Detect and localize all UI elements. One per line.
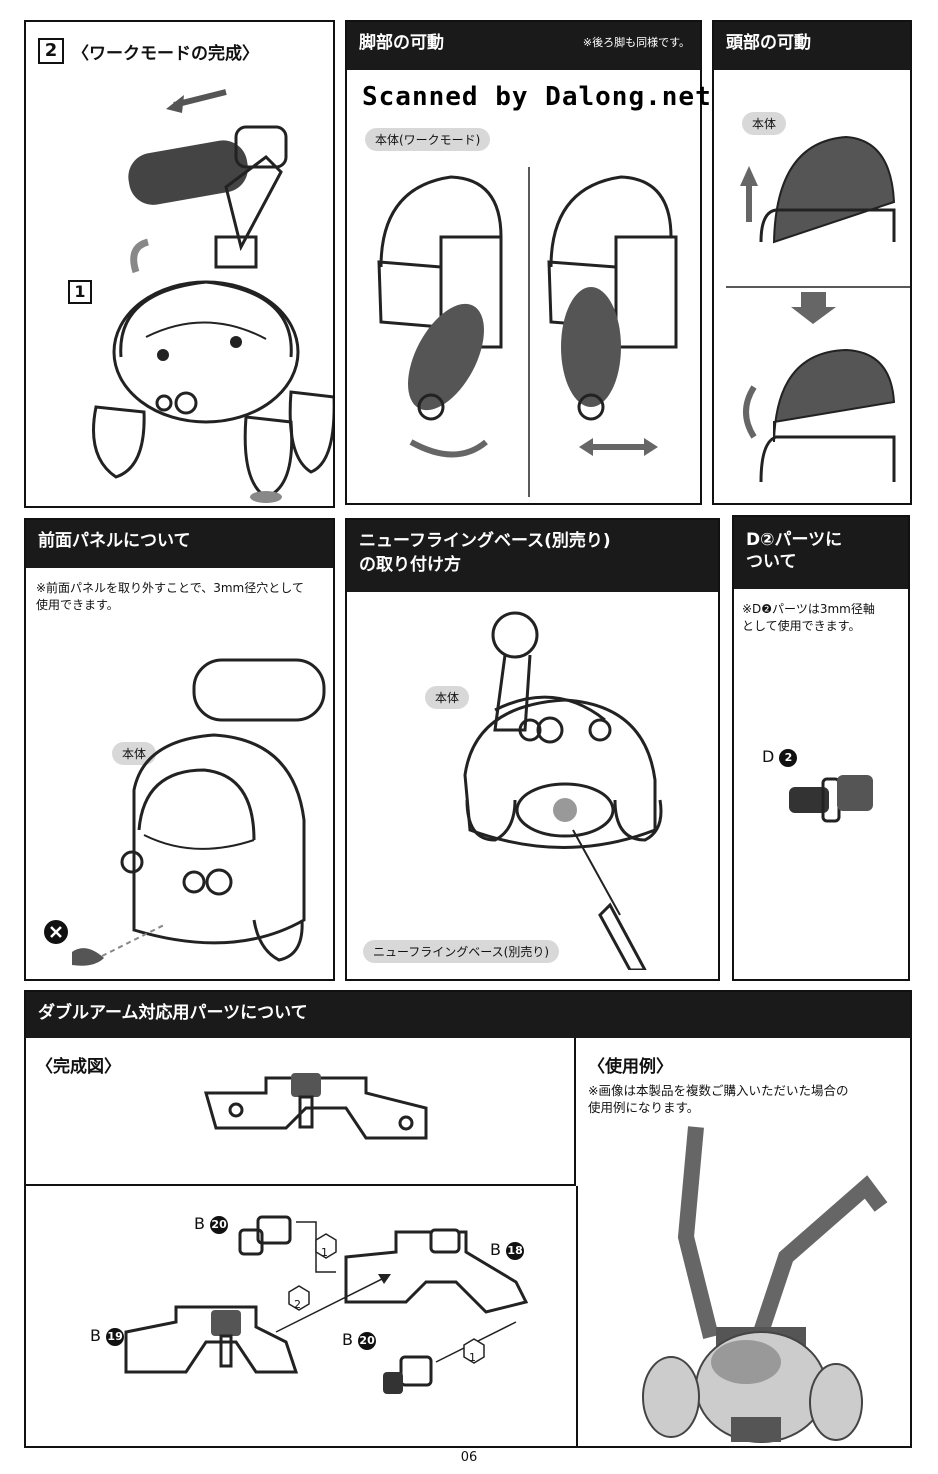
flying-base-header: ニューフライングベース(別売り) の取り付け方 bbox=[347, 520, 718, 592]
flying-base-body-label: 本体 bbox=[425, 686, 470, 709]
part-b20-bottom: B 20 bbox=[342, 1330, 377, 1350]
head-panel-header: 頭部の可動 bbox=[714, 22, 910, 70]
step-marker-1-top: 1 bbox=[321, 1246, 328, 1259]
flying-base-title-line1: ニューフライングベース(別売り) bbox=[359, 531, 611, 551]
head-panel-body-label: 本体 bbox=[742, 112, 787, 135]
leg-panel-title: 脚部の可動 bbox=[359, 33, 444, 53]
front-panel-section: 前面パネルについて ※前面パネルを取り外すことで、3mm径穴として 使用できます… bbox=[24, 518, 335, 981]
leg-panel-body-label: 本体(ワークモード) bbox=[365, 128, 491, 151]
flying-base-panel: ニューフライングベース(別売り) の取り付け方 本体 ニューフライングベース(別… bbox=[345, 518, 720, 981]
double-arm-panel: ダブルアーム対応用パーツについて 〈完成図〉 〈使用例〉 ※画像は本製品を複数ご… bbox=[24, 990, 912, 1448]
assembly-illustration bbox=[124, 1215, 529, 1394]
d2-panel-header: D②パーツに ついて bbox=[734, 517, 908, 589]
d2-part-letter: D bbox=[762, 747, 775, 766]
d2-part-label: D 2 bbox=[762, 747, 798, 767]
front-panel-note: ※前面パネルを取り外すことで、3mm径穴として 使用できます。 bbox=[36, 581, 304, 612]
front-panel-body-label: 本体 bbox=[112, 742, 157, 765]
d2-part-number: 2 bbox=[779, 748, 798, 767]
d2-parts-panel: D②パーツに ついて ※D❷パーツは3mm径軸 として使用できます。 D 2 bbox=[732, 515, 910, 981]
leg-movement-illustration bbox=[377, 167, 678, 497]
front-panel-header: 前面パネルについて bbox=[26, 520, 333, 568]
head-movement-illustration bbox=[726, 135, 910, 483]
flying-base-part-label: ニューフライングベース(別売り) bbox=[363, 940, 560, 963]
d2-part-illustration bbox=[789, 775, 873, 823]
robot-work-mode-illustration bbox=[92, 89, 333, 503]
part-b19: B 19 bbox=[90, 1326, 125, 1346]
flying-base-illustration bbox=[463, 611, 663, 970]
leg-panel-header: 脚部の可動 ※後ろ脚も同様です。 bbox=[347, 22, 700, 70]
double-arm-header: ダブルアーム対応用パーツについて bbox=[26, 992, 910, 1038]
step-marker-2: 2 bbox=[294, 1298, 301, 1311]
leg-panel-note: ※後ろ脚も同様です。 bbox=[582, 36, 690, 49]
step-title: 〈ワークモードの完成〉 bbox=[72, 44, 259, 64]
d2-title-line2: ついて bbox=[746, 552, 797, 572]
complete-drawing-box bbox=[26, 1038, 576, 1186]
step-marker-1-bottom: 1 bbox=[469, 1351, 476, 1364]
part-b18: B 18 bbox=[490, 1240, 525, 1260]
d2-panel-note: ※D❷パーツは3mm径軸 として使用できます。 bbox=[742, 602, 875, 633]
usage-example-title: 〈使用例〉 bbox=[588, 1057, 673, 1077]
part-b20-top: B 20 bbox=[194, 1214, 229, 1234]
usage-example-photo bbox=[642, 1126, 888, 1443]
scanner-watermark: Scanned by Dalong.net bbox=[362, 82, 712, 112]
usage-example-note: ※画像は本製品を複数ご購入いただいた場合の 使用例になります。 bbox=[588, 1083, 849, 1115]
assembly-box bbox=[26, 1186, 578, 1446]
page-number: 06 bbox=[460, 1450, 478, 1465]
front-panel-illustration bbox=[44, 658, 326, 966]
complete-part-illustration bbox=[204, 1073, 428, 1140]
complete-drawing-title: 〈完成図〉 bbox=[36, 1057, 121, 1077]
head-movement-panel: 頭部の可動 本体 bbox=[712, 20, 912, 505]
flying-base-title-line2: の取り付け方 bbox=[359, 555, 461, 575]
d2-title-line1: D②パーツに bbox=[746, 530, 843, 550]
sub-step-number: 1 bbox=[68, 280, 92, 304]
step-2-panel: 2 〈ワークモードの完成〉 1 bbox=[24, 20, 335, 508]
leg-movement-panel: 脚部の可動 ※後ろ脚も同様です。 本体(ワークモード) bbox=[345, 20, 702, 505]
step-number: 2 bbox=[38, 38, 64, 64]
